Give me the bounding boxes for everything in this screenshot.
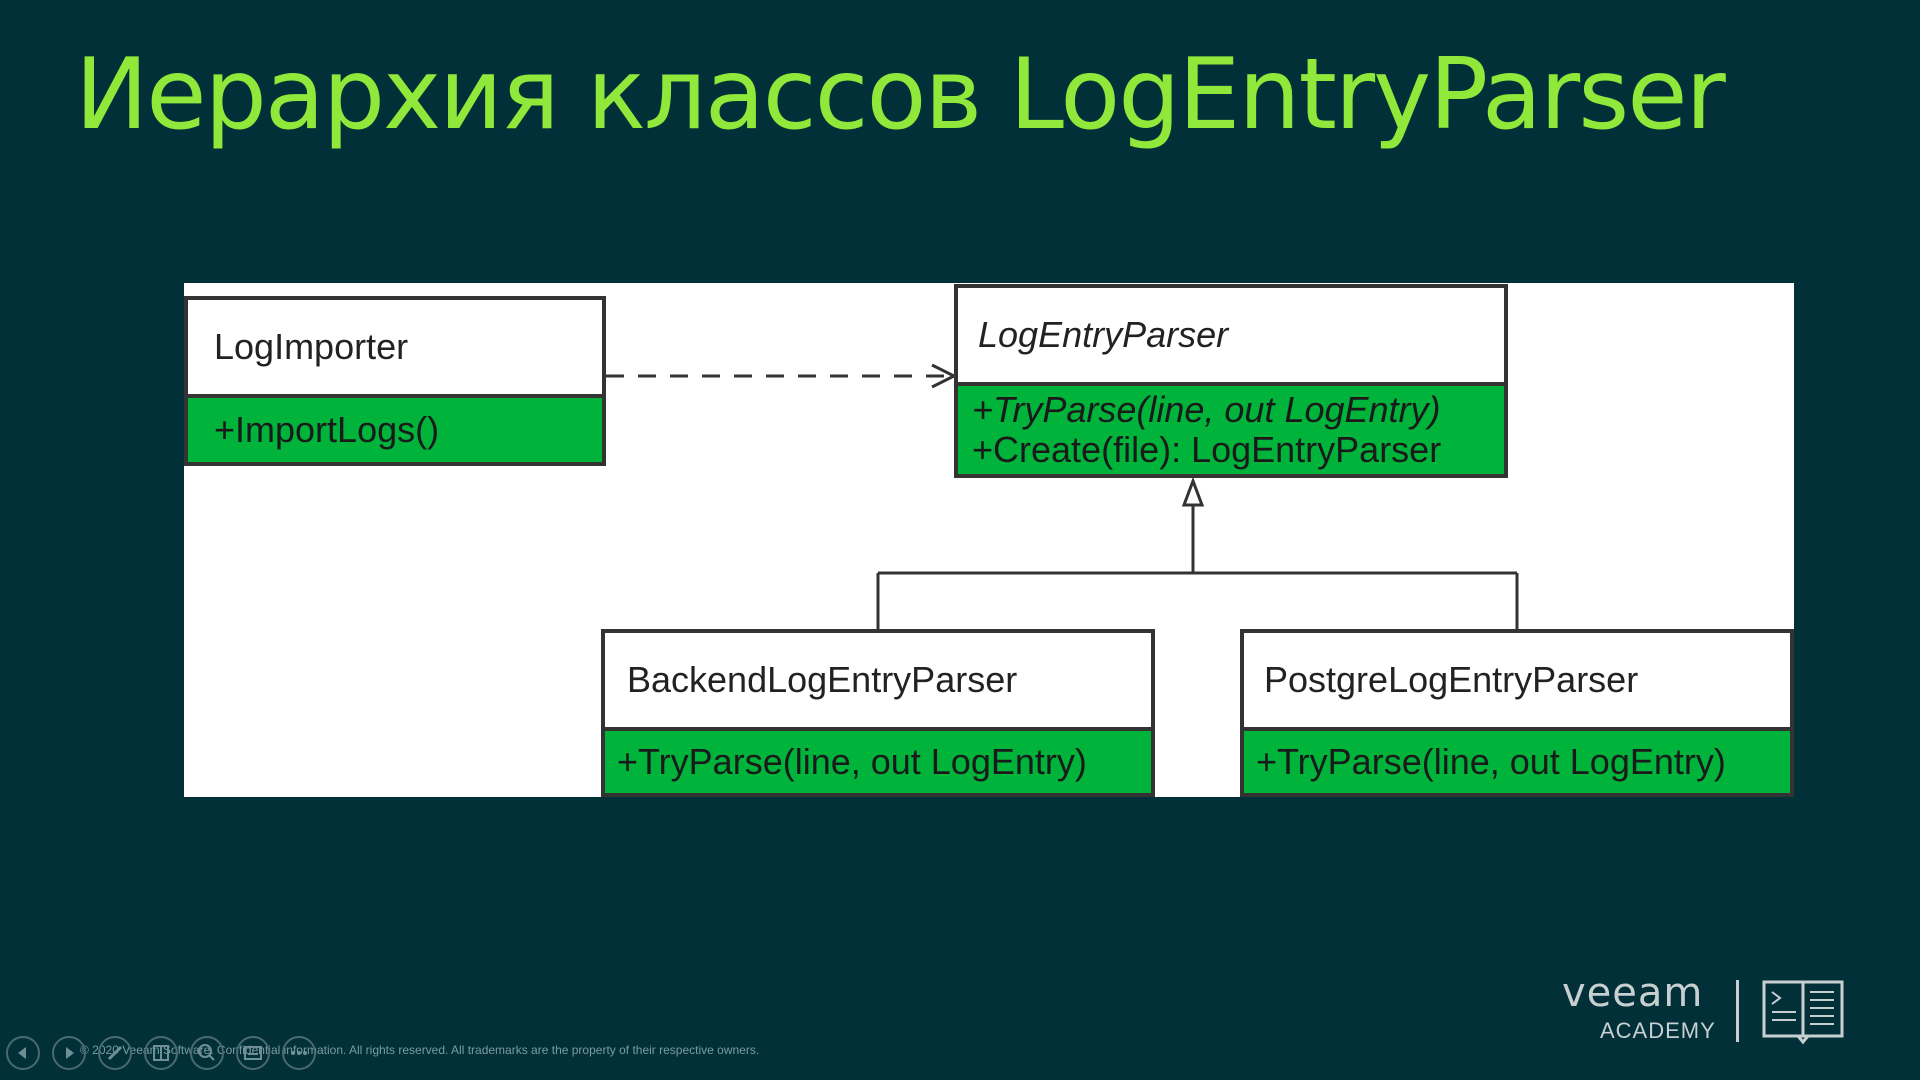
subtitles-icon[interactable]	[236, 1036, 270, 1070]
class-log-entry-parser: LogEntryParser +TryParse(line, out LogEn…	[954, 284, 1508, 478]
member: +TryParse(line, out LogEntry)	[617, 741, 1087, 782]
book-icon	[1762, 980, 1844, 1045]
inheritance-triangle	[1181, 476, 1205, 507]
class-name: BackendLogEntryParser	[605, 633, 1151, 731]
class-name: LogEntryParser	[958, 288, 1504, 386]
logo-separator	[1736, 980, 1739, 1042]
diagram-connectors	[606, 363, 1519, 630]
class-members: +ImportLogs()	[188, 398, 602, 462]
previous-icon[interactable]	[6, 1036, 40, 1070]
class-name: LogImporter	[188, 300, 602, 398]
member-abstract: +TryParse(line, out LogEntry)	[972, 389, 1441, 430]
class-diagram: LogImporter +ImportLogs() LogEntryParser…	[184, 283, 1794, 797]
member: +ImportLogs()	[214, 409, 440, 450]
logo-subtitle: ACADEMY	[1600, 1018, 1716, 1043]
next-icon[interactable]	[52, 1036, 86, 1070]
class-members: +TryParse(line, out LogEntry) +Create(fi…	[958, 386, 1504, 474]
class-log-importer: LogImporter +ImportLogs()	[184, 296, 606, 466]
class-postgre-log-entry-parser: PostgreLogEntryParser +TryParse(line, ou…	[1240, 629, 1794, 797]
pen-icon[interactable]	[98, 1036, 132, 1070]
class-name: PostgreLogEntryParser	[1244, 633, 1790, 731]
member: +TryParse(line, out LogEntry)	[1256, 741, 1726, 782]
veeam-academy-logo: veeam ACADEMY	[1562, 970, 1862, 1050]
footer-copyright: © 2020 Veeam Software. Confidential info…	[80, 1043, 760, 1057]
more-icon[interactable]	[282, 1036, 316, 1070]
slide-title: Иерархия классов LogEntryParser	[75, 38, 1726, 152]
zoom-icon[interactable]	[190, 1036, 224, 1070]
class-backend-log-entry-parser: BackendLogEntryParser +TryParse(line, ou…	[601, 629, 1155, 797]
slides-icon[interactable]	[144, 1036, 178, 1070]
logo-brand: veeam	[1562, 970, 1704, 1016]
class-members: +TryParse(line, out LogEntry)	[1244, 731, 1790, 793]
class-members: +TryParse(line, out LogEntry)	[605, 731, 1151, 793]
member: +Create(file): LogEntryParser	[972, 429, 1442, 470]
